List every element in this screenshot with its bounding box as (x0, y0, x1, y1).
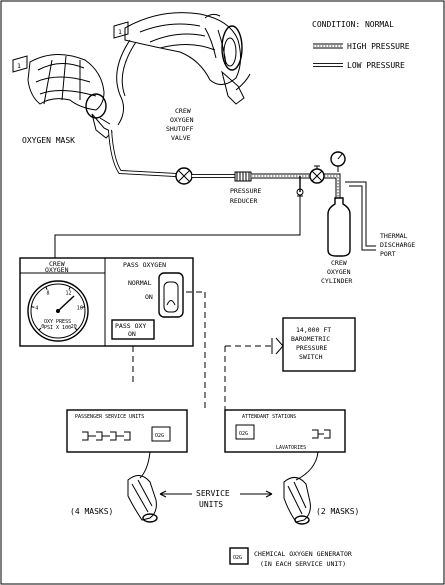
transducer-wire (54, 206, 301, 258)
control-panel (19, 257, 194, 347)
gauge-tick-label: 12 (66, 290, 72, 296)
gauge-tick-mark (74, 327, 78, 331)
generator-note-1: CHEMICAL OXYGEN GENERATOR (254, 550, 352, 558)
shutoff-valve-label-3: SHUTOFF (166, 125, 193, 133)
arrow-right (240, 490, 273, 498)
masks-2-label: (2 MASKS) (316, 507, 359, 516)
cylinder-valve (309, 165, 325, 184)
baro-switch-contact (271, 337, 284, 355)
gauge-tick-label: 20 (71, 324, 77, 330)
low-pressure-line-mask (108, 129, 177, 177)
gauge-tick-labels: 0 4 8 12 16 20 (31, 286, 85, 331)
cylinder-label-2: OXYGEN (327, 268, 351, 276)
thermal-discharge-line (345, 181, 376, 251)
crew-oxygen-cylinder (327, 197, 351, 257)
crew-mask-top-illustration (124, 12, 251, 105)
arrow-left (159, 490, 192, 498)
psu-mask-hose (139, 451, 151, 479)
passenger-service-units-box (66, 409, 188, 453)
dropped-mask-left (127, 475, 158, 523)
top-mask-hose-inner (121, 41, 137, 97)
cylinder-pressure-gauge (330, 151, 346, 172)
cylinder-label-1: CREW (331, 259, 347, 267)
legend-condition: CONDITION: NORMAL (312, 20, 394, 29)
oxy-pressure-gauge (27, 280, 89, 342)
generator-note-2: (IN EACH SERVICE UNIT) (260, 560, 346, 568)
generator-legend-symbol: O2G (233, 555, 242, 561)
pressure-tee (296, 176, 304, 206)
baro-label-3: PRESSURE (296, 344, 327, 352)
attendant-outlets (312, 429, 331, 439)
gauge-tick-label: 4 (35, 306, 38, 312)
pressure-reducer-label-1: PRESSURE (230, 187, 261, 195)
gauge-tick-mark (68, 286, 71, 290)
pass-oxy-on-label-2: ON (128, 330, 136, 338)
pressure-reducer (234, 171, 252, 182)
crew-shutoff-valve (175, 167, 193, 185)
baro-label-1: 14,000 FT (296, 326, 331, 334)
gauge-tick-label: 8 (47, 290, 50, 296)
flag-left: 1 (12, 55, 28, 73)
gauge-label-1: OXY PRESS (44, 319, 71, 325)
gauge-tick-label: 16 (77, 306, 83, 312)
discharge-port-label-1: THERMAL (380, 232, 407, 240)
top-mask-hose (116, 39, 131, 126)
svg-text:1: 1 (17, 62, 21, 70)
psu-outlets (82, 431, 131, 441)
gauge-tick-label: 0 (41, 324, 44, 330)
barometric-pressure-switch (282, 317, 356, 372)
dropped-mask-right (283, 477, 311, 525)
flag-top: 1 (113, 21, 129, 39)
legend-low-pressure-label: LOW PRESSURE (347, 61, 405, 70)
gauge-tick-mark (38, 327, 42, 331)
shutoff-valve-label-2: OXYGEN (170, 116, 194, 124)
attendant-generator-icon (235, 424, 255, 440)
pass-oxy-on-indicator (111, 319, 155, 340)
pass-oxygen-switch[interactable] (158, 272, 184, 318)
cylinder-label-3: CYLINDER (321, 277, 352, 285)
discharge-port-label-2: DISCHARGE (380, 241, 415, 249)
pass-oxy-on-label-1: PASS OXY (115, 322, 146, 330)
attendant-stations-label: ATTENDANT STATIONS (242, 414, 296, 420)
oxygen-mask-left-illustration (27, 54, 113, 139)
crew-oxygen-title-2: OXYGEN (45, 266, 69, 274)
masks-4-label: (4 MASKS) (70, 507, 113, 516)
attendant-generator-symbol: O2G (239, 431, 248, 437)
psu-generator-icon (151, 426, 171, 442)
generator-legend-icon (229, 547, 249, 565)
legend-high-pressure-label: HIGH PRESSURE (347, 42, 410, 51)
high-pressure-line (251, 173, 341, 198)
service-units-label-1: SERVICE (196, 489, 230, 498)
shutoff-valve-label-4: VALVE (171, 134, 191, 142)
pressure-reducer-label-2: REDUCER (230, 197, 257, 205)
crew-oxygen-title-1: CREW (49, 260, 65, 268)
pass-oxygen-normal-label: NORMAL (128, 279, 152, 287)
pass-oxygen-on-label: ON (145, 293, 153, 301)
baro-label-2: BAROMETRIC (291, 335, 330, 343)
gauge-label-2: PSI X 100 (44, 325, 71, 331)
attendant-mask-hose (295, 451, 319, 481)
baro-label-4: SWITCH (299, 353, 323, 361)
attendant-stations-box (224, 409, 346, 453)
svg-text:1: 1 (118, 28, 122, 36)
pass-oxygen-title: PASS OXYGEN (123, 261, 166, 269)
service-units-label-2: UNITS (199, 500, 223, 509)
gauge-tick-mark (45, 286, 48, 290)
psu-generator-symbol: O2G (155, 433, 164, 439)
lavatories-label: LAVATORIES (276, 445, 306, 451)
oxygen-mask-label: OXYGEN MASK (22, 136, 75, 145)
discharge-port-label-3: PORT (380, 250, 396, 258)
shutoff-valve-label-1: CREW (175, 107, 191, 115)
passenger-service-units-label: PASSENGER SERVICE UNITS (75, 414, 144, 420)
